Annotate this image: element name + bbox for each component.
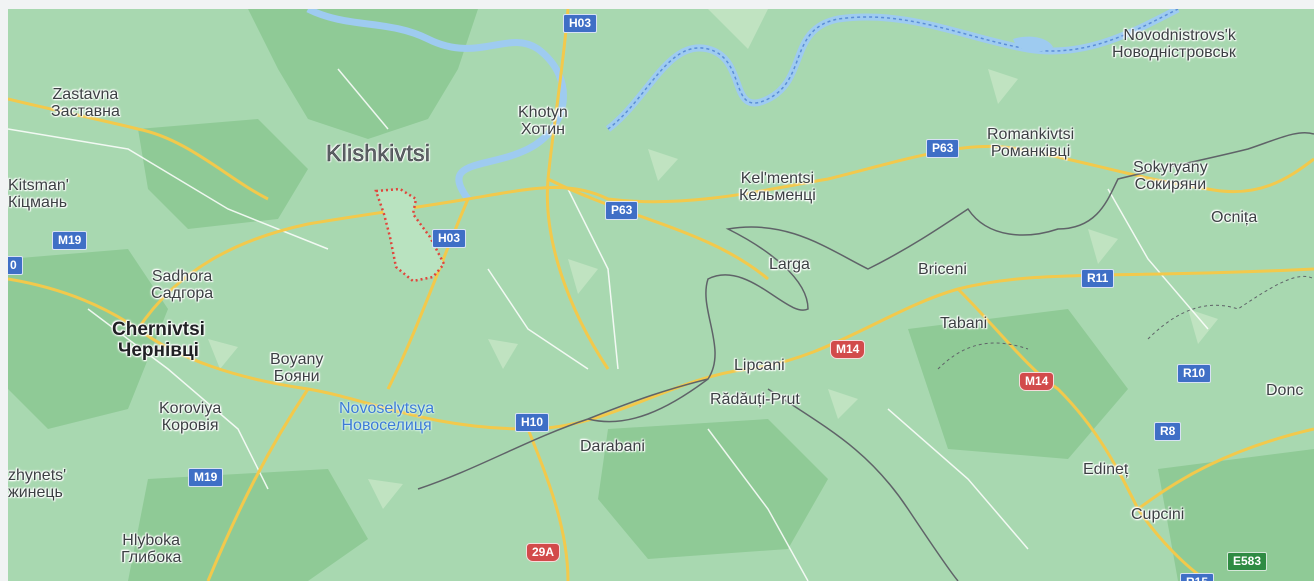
road-shield-m19: M19 (52, 231, 88, 250)
road-shield-m14: M14 (830, 340, 866, 359)
label-larga: Larga (769, 256, 810, 273)
road-shield-m14: M14 (1019, 372, 1055, 391)
label-ocnita: Ocnița (1211, 209, 1258, 226)
lake (1013, 36, 1053, 52)
road-shield-m19: M19 (188, 468, 224, 487)
label-darabani: Darabani (580, 438, 645, 455)
road-shield-h03: H03 (432, 229, 467, 248)
map-base-layer (8, 9, 1314, 581)
label-tabani: Tabani (940, 315, 988, 332)
country-border (417, 131, 1314, 490)
road-shield-e583: E583 (1227, 552, 1268, 571)
label-kitsman: Kitsman'Кіцмань (8, 177, 69, 211)
road-shield-r15: R15 (1180, 573, 1215, 581)
dniester-river (306, 9, 1180, 202)
prut-border (587, 378, 959, 581)
road-shield-p63: P63 (926, 139, 960, 158)
klishkivtsi-boundary (374, 187, 446, 283)
label-lipcani: Lipcani (734, 357, 785, 374)
road-shield-r8: R8 (1154, 422, 1182, 441)
river-border (607, 9, 1179, 130)
road-shield-r10: R10 (1177, 364, 1212, 383)
road-shield-h03: H03 (563, 14, 598, 33)
field-patches (208, 9, 1218, 509)
label-zhynets: zhynets'жинець (8, 467, 67, 501)
forest-areas (8, 9, 1314, 581)
label-cupcini: Cupcini (1131, 506, 1185, 523)
label-radauti-prut: Rădăuți-Prut (710, 391, 800, 408)
district-boundary (937, 275, 1314, 370)
label-klishkivtsi: Klishkivtsi (326, 140, 431, 166)
label-edinet: Edineț (1083, 461, 1129, 478)
road-shield-r11: R11 (1081, 269, 1115, 288)
road-shield-h10: H10 (515, 413, 550, 432)
road-shield-p63: P63 (605, 201, 639, 220)
road-shield-edge: 0 (8, 256, 23, 275)
road-shield-29a: 29A (526, 543, 561, 562)
label-briceni: Briceni (918, 261, 967, 278)
minor-roads (8, 68, 1209, 581)
label-donc: Donc (1266, 382, 1304, 399)
